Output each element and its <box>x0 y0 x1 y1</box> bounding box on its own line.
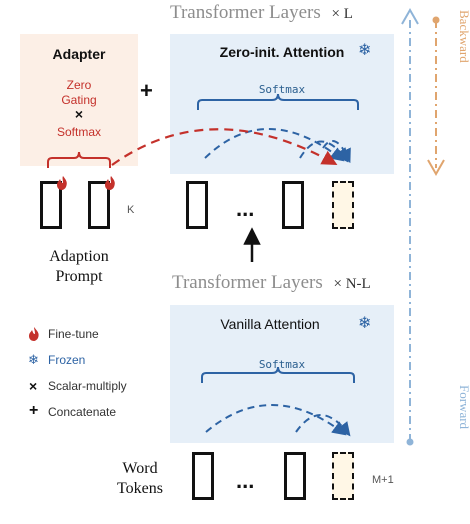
bottom-softmax-label: Softmax <box>258 358 306 371</box>
plus-icon: + <box>29 402 39 419</box>
top-ellipsis: ... <box>236 196 255 221</box>
snowflake-icon-top: ❄ <box>358 42 371 59</box>
legend-concatenate-label: Concatenate <box>48 405 117 419</box>
word-tokens-caption-line1: Word <box>122 460 158 477</box>
bottom-layers-title-text: Transformer Layers <box>172 272 323 293</box>
adapter-softmax-label: Softmax <box>56 125 101 139</box>
legend-frozen-label: Frozen <box>48 353 86 367</box>
plus-icon-concat: + <box>140 78 153 103</box>
legend-item-scalar-multiply: × Scalar-multiply <box>28 378 228 396</box>
top-softmax-label: Softmax <box>258 83 306 96</box>
bottom-word-token-1 <box>192 452 214 500</box>
zero-gating-line2: Gating <box>61 93 97 107</box>
flame-icon-token-1 <box>57 176 67 190</box>
legend-fine-tune-label: Fine-tune <box>48 327 99 341</box>
adaption-prompt-caption-line2: Prompt <box>55 268 103 285</box>
bottom-layers-multiplier: × N-L <box>333 276 371 292</box>
word-tokens-caption-line2: Tokens <box>117 480 163 497</box>
top-attention-arrow-3 <box>322 139 351 164</box>
zero-gating-line1: Zero <box>66 78 92 92</box>
forward-arrowhead <box>401 7 419 25</box>
top-layers-title: Transformer Layers × L <box>170 2 385 24</box>
bottom-layers-title: Transformer Layers × N-L <box>172 272 371 294</box>
top-new-token <box>332 181 354 229</box>
legend-scalar-multiply-label: Scalar-multiply <box>48 379 127 393</box>
adapter-token-count: K <box>127 204 135 216</box>
backward-label: Backward <box>457 10 470 63</box>
bottom-new-token <box>332 452 354 500</box>
top-softmax-brace <box>197 93 359 110</box>
snowflake-icon: ❄ <box>28 352 39 367</box>
legend-item-fine-tune: Fine-tune <box>28 326 228 344</box>
flame-icon <box>29 327 39 341</box>
times-icon-adapter: × <box>74 106 84 122</box>
gating-arrow <box>111 128 338 166</box>
adapter-brace <box>47 151 111 168</box>
adaption-prompt-caption-line1: Adaption <box>49 248 109 265</box>
top-layers-title-text: Transformer Layers <box>170 2 321 23</box>
word-token-count: M+1 <box>372 474 394 486</box>
bottom-attention-arrow-1 <box>205 404 347 436</box>
bottom-softmax-brace <box>201 366 355 383</box>
zero-init-attention-panel <box>170 34 394 174</box>
backward-arrowhead <box>427 159 445 177</box>
top-word-token-2 <box>282 181 304 229</box>
adapter-panel <box>20 34 138 166</box>
zero-init-attention-label: Zero-init. Attention <box>219 44 345 60</box>
top-layers-multiplier: × L <box>331 6 353 22</box>
adaption-prompt-token-2 <box>88 181 110 229</box>
bottom-ellipsis: ... <box>236 468 255 493</box>
flame-icon-token-2 <box>105 176 115 190</box>
forward-start-dot <box>406 438 414 446</box>
adaption-prompt-token-1 <box>40 181 62 229</box>
vanilla-attention-label: Vanilla Attention <box>220 316 320 332</box>
backward-start-dot <box>432 16 440 24</box>
forward-label: Forward <box>457 385 470 430</box>
bottom-word-token-2 <box>284 452 306 500</box>
snowflake-icon-bottom: ❄ <box>358 315 371 332</box>
top-attention-arrow-1 <box>204 128 345 162</box>
times-icon: × <box>29 378 38 394</box>
legend-item-frozen: ❄ Frozen <box>28 352 228 370</box>
top-word-token-1 <box>186 181 208 229</box>
adapter-title: Adapter <box>52 46 106 62</box>
legend-item-concatenate: + Concatenate <box>28 402 228 422</box>
